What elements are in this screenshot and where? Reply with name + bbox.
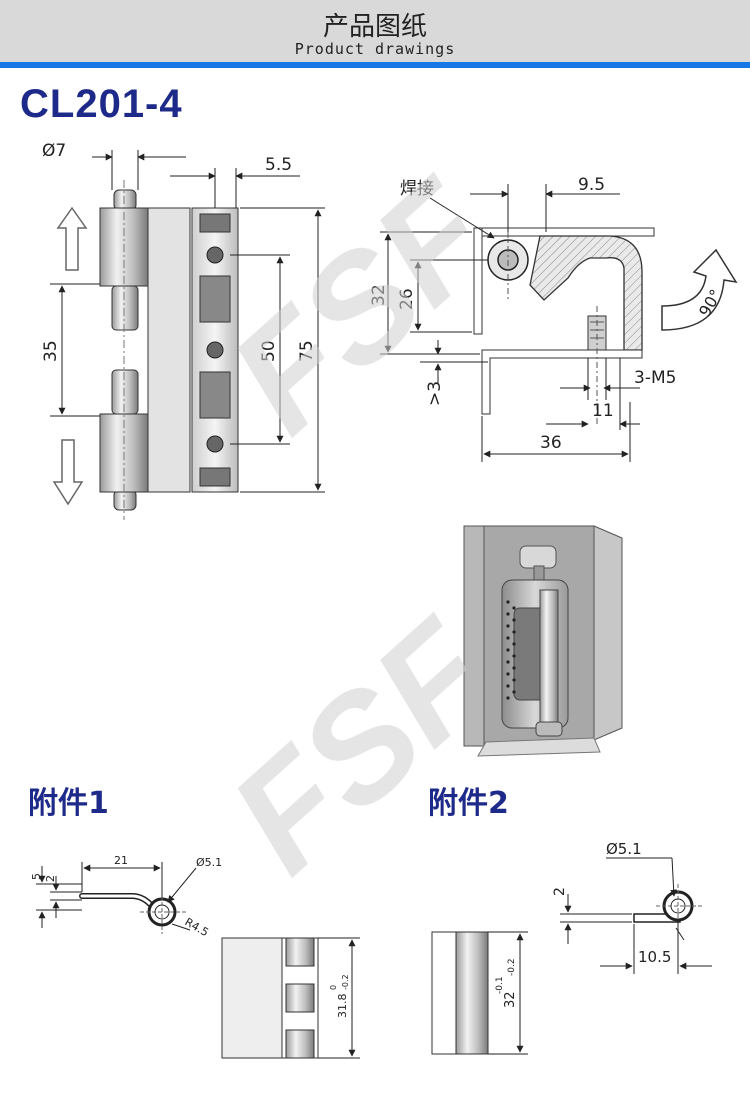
dim-length: 75 <box>297 340 317 362</box>
accessory2-drawing: Ø5.1 2 10.5 32 -0.1 -0.2 <box>431 840 712 1055</box>
weld-label: 焊接 <box>400 179 434 199</box>
acc1-tol-up: 0 <box>329 985 338 990</box>
pin-bottom <box>113 489 137 511</box>
acc2-dim-dia: Ø5.1 <box>606 840 642 858</box>
dim-height-26: 26 <box>397 288 417 310</box>
page-subtitle: Product drawings <box>294 40 456 58</box>
model-number: CL201-4 <box>20 82 183 126</box>
arrow-down-icon <box>52 439 84 506</box>
front-view: Ø7 5.5 35 50 75 <box>41 141 325 520</box>
header-band: 产品图纸 Product drawings <box>0 0 750 62</box>
arrow-up-icon <box>56 206 88 271</box>
acc2-dim-height: 32 <box>503 991 518 1008</box>
dim-pitch-11: 11 <box>592 401 614 421</box>
hinge-body <box>147 207 191 493</box>
dim-height-32: 32 <box>369 284 389 306</box>
mount-hole-1 <box>206 246 224 264</box>
pin-mid-bottom <box>111 369 139 415</box>
dim-gap: 35 <box>41 340 61 362</box>
dim-hole-spacing: 50 <box>259 340 279 362</box>
acc1-dim-dia: Ø5.1 <box>196 856 222 869</box>
acc1-dim-height: 31.8 <box>336 994 349 1019</box>
dim-thread: 3-M5 <box>634 368 676 388</box>
watermark-logo: FSF <box>199 147 524 464</box>
pin-top <box>113 189 137 211</box>
acc2-tol-up: -0.1 <box>495 976 505 994</box>
mount-hole-3 <box>206 435 224 453</box>
dim-offset: 9.5 <box>578 175 605 195</box>
side-view: 焊接 9.5 32 26 >3 3-M5 11 <box>369 175 738 462</box>
acc1-tol-down: -0.2 <box>341 974 350 990</box>
acc1-dim-radius: R4.5 <box>183 915 211 939</box>
acc1-dim-d1: 5 <box>30 873 43 880</box>
rotation-arrow-icon <box>661 248 738 331</box>
acc2-dim-thick: 2 <box>552 887 568 896</box>
accent-bar <box>0 62 750 68</box>
mount-hole-2 <box>206 341 224 359</box>
acc2-tol-down: -0.2 <box>507 958 517 976</box>
dim-pin-diameter: Ø7 <box>42 141 66 161</box>
pin-mid-top <box>111 285 139 331</box>
dim-width-36: 36 <box>540 433 562 453</box>
acc1-dim-d2: 2 <box>44 875 57 882</box>
page-title: 产品图纸 <box>322 12 427 42</box>
hinge-3d-render <box>463 525 623 757</box>
accessory2-label: 附件2 <box>428 786 509 821</box>
dim-min-3: >3 <box>425 381 445 406</box>
accessory1-label: 附件1 <box>28 786 109 821</box>
acc2-dim-len: 10.5 <box>638 948 671 966</box>
dim-leaf-thickness: 5.5 <box>265 155 292 175</box>
acc1-dim-len: 21 <box>114 854 128 867</box>
